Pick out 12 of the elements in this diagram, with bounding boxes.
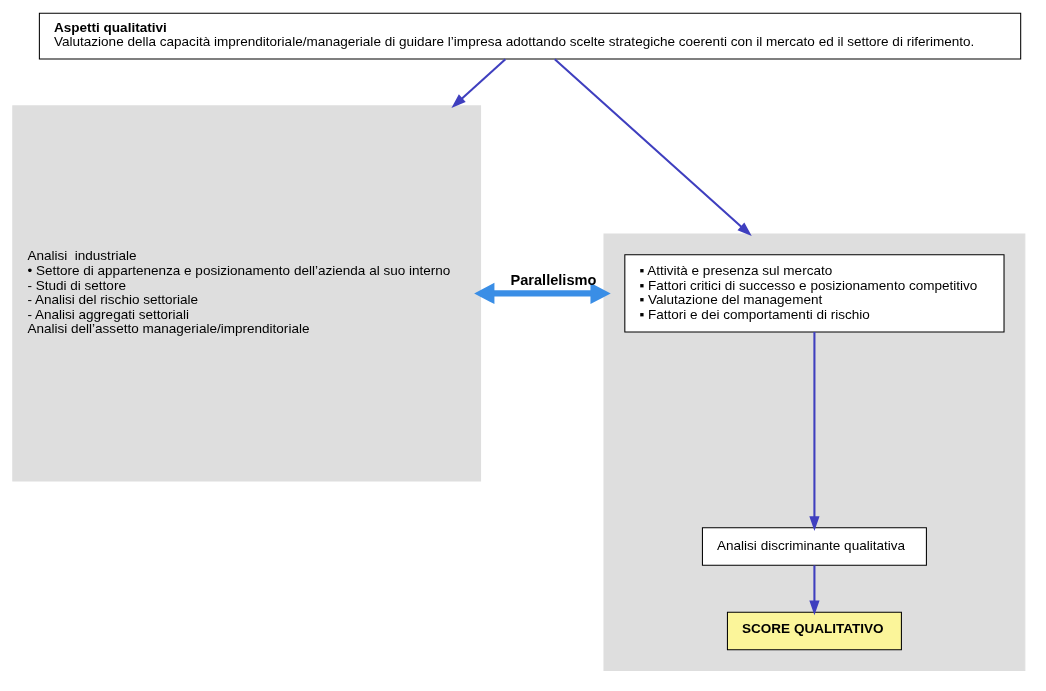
node-box: Analisi discriminante qualitativa bbox=[701, 526, 927, 566]
node-box: Analisi industriale • Settore di appartenenza e posizionamento dell’azienda al suo interno - Studi di settore - Analisi del rischio settoriale - Analisi aggregati settoriali Analisi dell’assetto manageriale/imprenditoriale bbox=[12, 104, 482, 481]
edge-label: Parallelismo bbox=[510, 271, 597, 288]
arrow bbox=[474, 282, 611, 304]
node-box: SCORE QUALITATIVO bbox=[726, 611, 902, 650]
node-box: ▪ Attività e presenza sul mercato ▪ Fattori critici di successo e posizionamento competitivo ▪ Valutazione del management ▪ Fattori e dei comportamenti di rischio bbox=[624, 253, 1005, 332]
node-box: Aspetti qualitativi Valutazione della capacità imprenditoriale/manageriale di guidare l’impresa adottando scelte strategiche coerenti con il mercato ed il settore di riferimento. bbox=[38, 12, 1022, 59]
arrow bbox=[451, 58, 507, 108]
arrow bbox=[809, 564, 820, 615]
arrow bbox=[554, 58, 752, 236]
arrow bbox=[809, 331, 820, 531]
cluster bbox=[603, 233, 1026, 671]
